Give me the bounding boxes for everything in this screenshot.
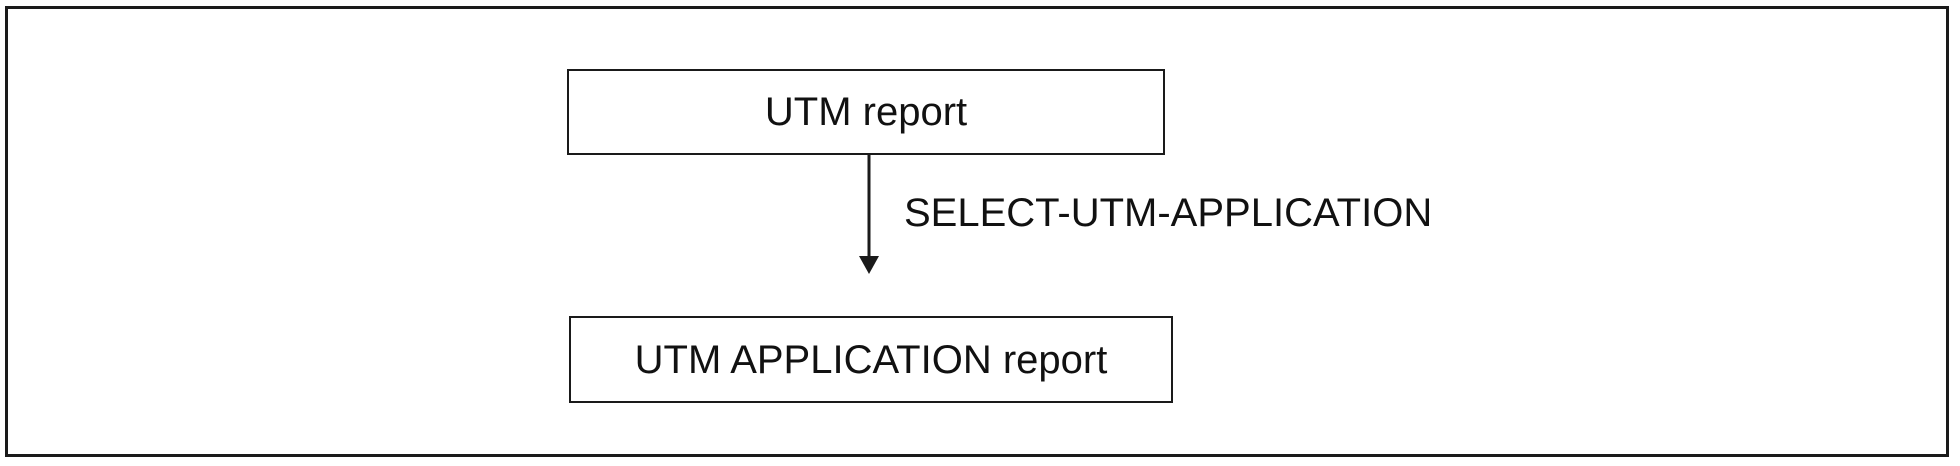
utm-report-box: UTM report bbox=[567, 69, 1165, 155]
arrowhead-icon bbox=[859, 256, 879, 274]
diagram-frame bbox=[5, 6, 1949, 457]
utm-report-label: UTM report bbox=[764, 90, 968, 134]
select-utm-application-label: SELECT-UTM-APPLICATION bbox=[904, 191, 1433, 235]
utm-application-report-box: UTM APPLICATION report bbox=[569, 316, 1173, 403]
utm-application-report-label: UTM APPLICATION report bbox=[634, 337, 1108, 382]
